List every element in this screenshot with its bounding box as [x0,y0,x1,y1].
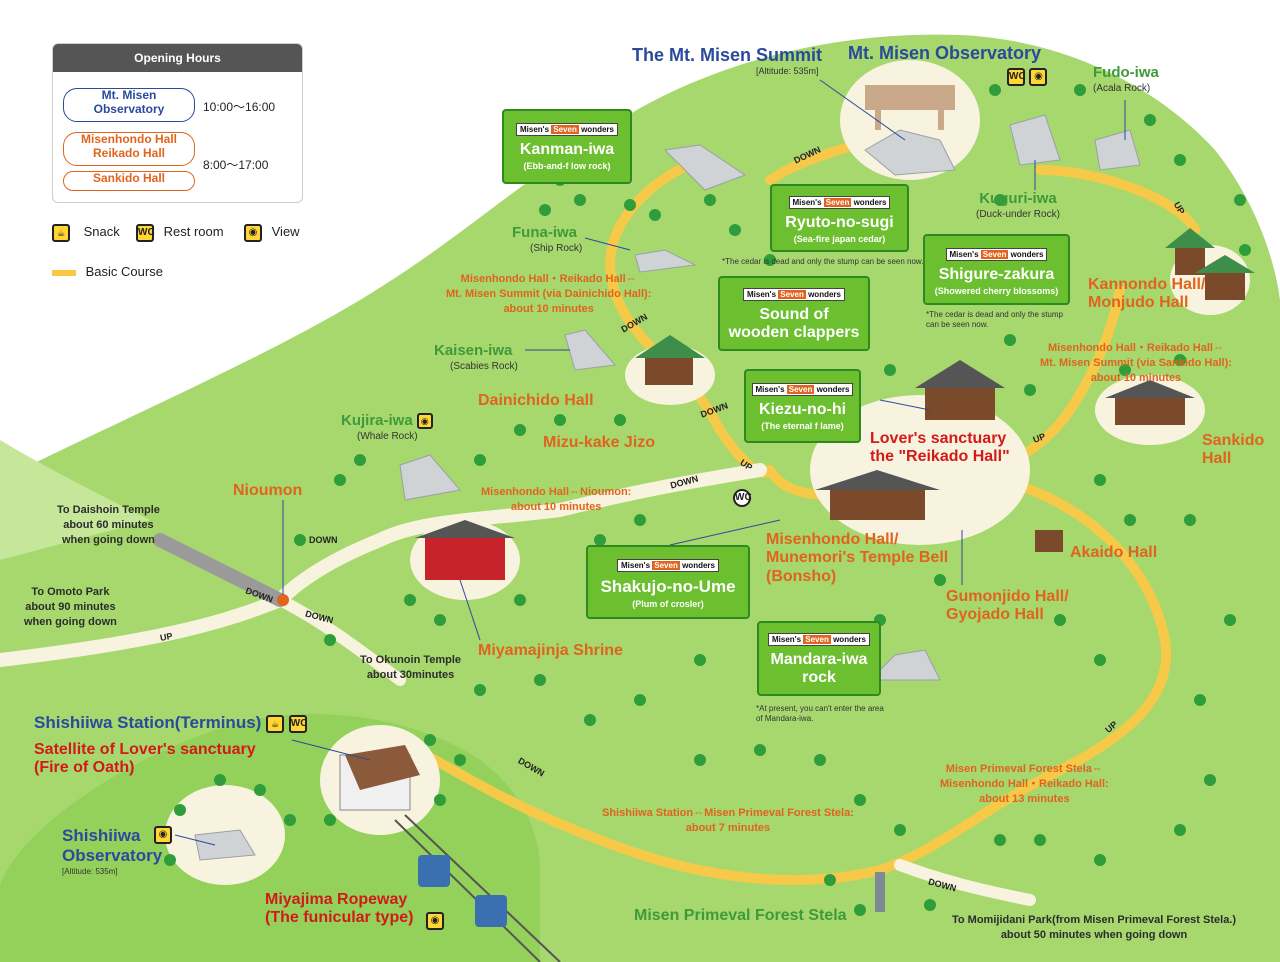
route-okunoin: To Okunoin Temple about 30minutes [360,654,462,681]
observatory-building [865,85,955,130]
restroom-icon: WC [136,224,155,242]
seven-wonders-badge: Misen's Seven wonders [743,288,845,301]
sankido-building [1105,380,1195,425]
restroom-icon: WC [733,489,752,507]
legend-observatory-hours: 10:00～16:00 [203,100,276,114]
legend-misenhondo-pill: Misenhondo Hall Reikado Hall [63,132,195,166]
label-ropeway: Miyajima Ropeway (The funicular type) [265,891,414,927]
ropeway-car-2 [475,895,507,927]
route-momijidani: To Momijidani Park(from Misen Primeval F… [952,914,1237,941]
label-dainichido: Dainichido Hall [478,392,594,409]
seven-wonders-badge: Misen's Seven wonders [516,123,618,136]
label-kuguri-iwa: Kuguri-iwa(Duck-under Rock) [976,190,1060,221]
label-nioumon: Nioumon [233,482,303,499]
note-shigure-cedar: *The cedar is dead and only the stump ca… [926,310,1063,330]
ropeway-car-1 [418,855,450,887]
note-mandara: *At present, you can't enter the area of… [756,704,884,724]
view-icon: ◉ [244,224,262,242]
route-via-sankido: Misenhondo Hall・Reikado Hall⇔ Mt. Misen … [1040,342,1232,384]
view-icon: ◉ [426,912,444,930]
snack-icon: ☕ [266,714,285,733]
wonder-kanman-iwa: Misen's Seven wonders Kanman-iwa (Ebb-an… [502,109,632,184]
legend-snack: ☕ Snack [52,224,120,242]
ropeway-cable-1 [404,814,561,962]
note-ryuto-cedar: *The cedar is dead and only the stump ca… [722,257,924,266]
label-satellite-sanctuary: Satellite of Lover's sanctuary (Fire of … [34,741,256,777]
route-stela-misenhondo: Misen Primeval Forest Stela⇔ Misenhondo … [940,763,1109,805]
seven-wonders-badge: Misen's Seven wonders [788,196,891,209]
label-kujira-iwa: Kujira-iwa ◉ (Whale Rock) [341,412,433,443]
lower-slope [0,440,150,560]
ropeway-cable-2 [394,819,541,962]
label-observatory: Mt. Misen Observatory [848,43,1042,63]
label-shishiiwa-observatory: Shishiiwa Observatory [Altitude: 535m] [62,826,163,877]
okunoin-trail [274,594,406,686]
course-swatch [52,269,76,276]
label-mizukake-jizo: Mizu-kake Jizo [543,434,656,451]
akaido-building [1035,530,1063,552]
direction-down-trail: DOWN [309,535,338,545]
wonder-shakujo-no-ume: Misen's Seven wonders Shakujo-no-Ume (Pl… [586,545,750,619]
route-shishiiwa-stela: Shishiiwa Station⇔Misen Primeval Forest … [602,807,854,834]
label-shishiiwa-station: Shishiiwa Station(Terminus) ☕ WC [34,713,308,733]
label-kaisen-iwa: Kaisen-iwa(Scabies Rock) [434,342,518,373]
stela-marker [875,872,885,912]
dainichido-building [635,335,705,385]
route-omoto: To Omoto Park about 90 minutes when goin… [24,586,117,628]
opening-hours-legend: Opening Hours Mt. Misen Observatory 10:0… [52,43,303,203]
legend-halls-hours: 8:00～17:00 [203,158,269,172]
label-summit: The Mt. Misen Summit [Altitude: 535m] [632,45,823,76]
label-kannondo: Kannondo Hall/ Monjudo Hall [1088,276,1206,312]
side-trail [0,463,767,667]
view-icon: ◉ [1029,68,1048,86]
legend-observatory-pill: Mt. Misen Observatory [63,88,195,122]
wonder-ryuto-no-sugi: Misen's Seven wonders Ryuto-no-sugi (Sea… [770,184,909,252]
label-fudo-iwa: Fudo-iwa(Acala Rock) [1093,64,1159,95]
route-daishoin: To Daishoin Temple about 60 minutes when… [57,504,160,546]
route-via-dainichido: Misenhondo Hall・Reikado Hall⇔ Mt. Misen … [446,273,652,315]
wonder-wooden-clappers: Misen's Seven wonders Sound of wooden cl… [718,276,870,351]
seven-wonders-badge: Misen's Seven wonders [945,248,1048,261]
nioumon-marker [277,594,289,606]
route-nioumon: Misenhondo Hall⇔Nioumon: about 10 minute… [481,486,632,513]
label-stela: Misen Primeval Forest Stela [634,907,847,924]
label-gumonjido: Gumonjido Hall/ Gyojado Hall [946,588,1069,624]
tree-markers [164,84,1251,916]
seven-wonders-badge: Misen's Seven wonders [751,383,854,396]
legend-sankido-pill: Sankido Hall [63,171,195,191]
seven-wonders-badge: Misen's Seven wonders [617,559,719,572]
view-icon: ◉ [416,413,433,430]
direction-up-omoto: UP [159,630,174,644]
label-akaido: Akaido Hall [1070,544,1158,561]
restroom-icon: WC [288,714,307,733]
shishiiwa-station-building [339,745,420,811]
label-misenhondo: Misenhondo Hall/ Munemori's Temple Bell … [766,531,949,585]
kannondo-building [1165,228,1255,300]
wonder-kiezu-no-hi: Misen's Seven wonders Kiezu-no-hi (The e… [744,369,861,443]
label-lovers-sanctuary: Lover's sanctuary the "Reikado Hall" [870,430,1010,466]
legend-restroom: WC Rest room [136,224,224,242]
seven-wonders-badge: Misen's Seven wonders [768,633,870,646]
reikado-building [915,360,1005,420]
label-miyamajinja: Miyamajinja Shrine [478,642,623,659]
misenhondo-building [815,470,940,520]
label-funa-iwa: Funa-iwa(Ship Rock) [512,224,583,255]
legend-view: ◉ View [244,224,300,242]
restroom-icon: WC [1007,68,1026,86]
momijidani-trail [894,859,1036,906]
view-icon: ◉ [154,826,172,844]
wonder-mandara-iwa: Misen's Seven wonders Mandara-iwa rock [757,621,881,696]
rock-shapes [194,114,1141,861]
legend-title: Opening Hours [53,44,302,72]
daishoin-trail [153,533,287,607]
observatory-facility-icons: WC ◉ [1007,68,1048,86]
snack-icon: ☕ [52,224,70,242]
legend-basic-course: Basic Course [52,264,163,279]
label-sankido: Sankido Hall [1202,432,1265,468]
wonder-shigure-zakura: Misen's Seven wonders Shigure-zakura (Sh… [923,234,1070,305]
miyamajinja-building [415,520,515,580]
